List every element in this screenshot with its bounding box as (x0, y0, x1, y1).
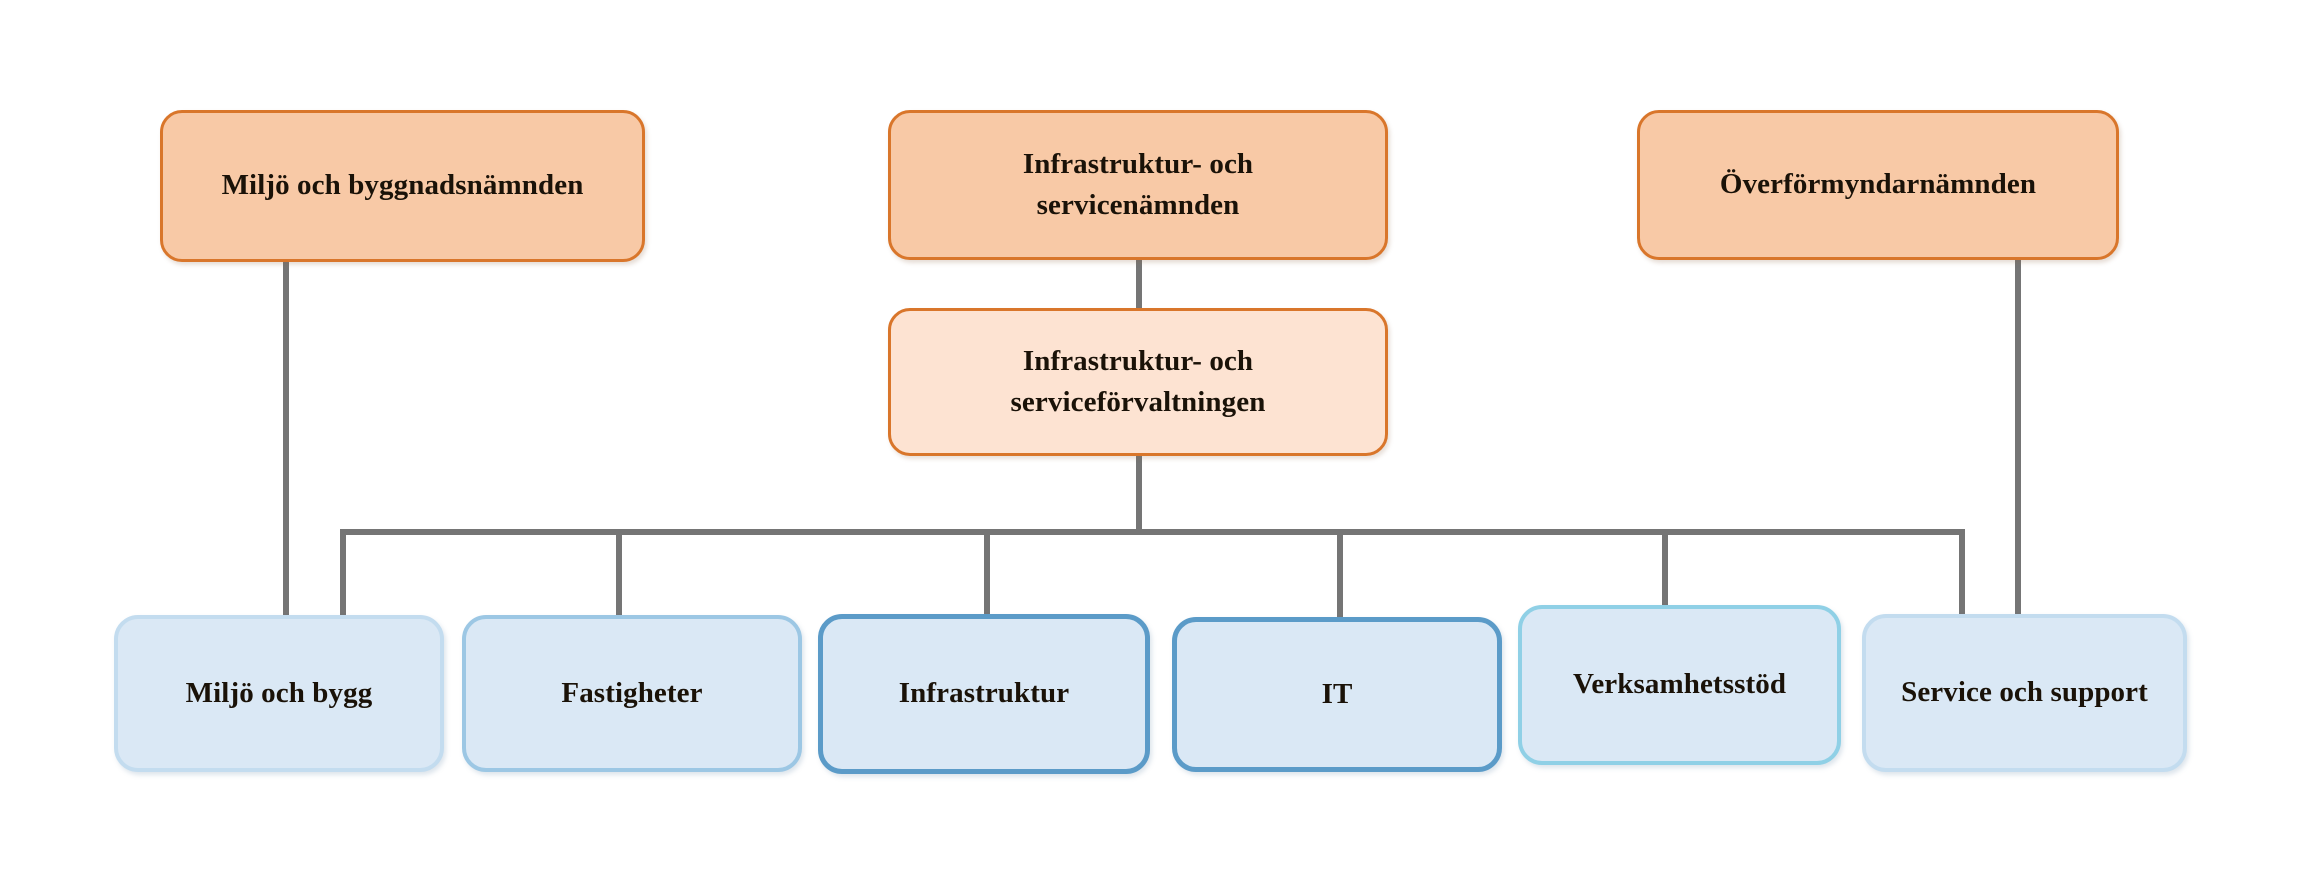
node-label: Infrastruktur (898, 677, 1070, 710)
connector-bus-to-verksamhetsstod (1662, 529, 1668, 607)
node-verksamhetsstod[interactable]: Verksamhetsstöd (1518, 605, 1841, 765)
connector-bus-to-miljobygg (340, 529, 346, 617)
connector-bus-to-it (1337, 529, 1343, 617)
connector-bus-to-service-support (1959, 529, 1965, 617)
connector-forvaltningen-to-bus (1136, 455, 1142, 535)
node-infrastruktur-serviceforvaltningen[interactable]: Infrastruktur- och serviceförvaltningen (888, 308, 1388, 456)
connector-bus-to-fastigheter (616, 529, 622, 617)
connector-miljonamnd-to-miljobygg (283, 261, 289, 617)
node-infrastruktur-servicenamnden[interactable]: Infrastruktur- och servicenämnden (888, 110, 1388, 260)
node-label: Miljö och byggnadsnämnden (221, 169, 584, 202)
node-fastigheter[interactable]: Fastigheter (462, 615, 802, 772)
node-it[interactable]: IT (1172, 617, 1502, 772)
connector-overformyndarnamnden-to-service-support (2015, 258, 2021, 617)
connector-horizontal-bus (340, 529, 1965, 535)
connector-bus-to-infrastruktur (984, 529, 990, 617)
node-label: Infrastruktur- och servicenämnden (1022, 147, 1254, 221)
node-infrastruktur[interactable]: Infrastruktur (818, 614, 1150, 774)
node-service-och-support[interactable]: Service och support (1862, 614, 2187, 772)
node-overformyndarnamnden[interactable]: Överförmyndarnämnden (1637, 110, 2119, 260)
node-label: Verksamhetsstöd (1572, 668, 1787, 701)
node-miljo-byggnadsnamnden[interactable]: Miljö och byggnadsnämnden (160, 110, 645, 262)
node-label: Fastigheter (561, 676, 703, 709)
node-miljo-och-bygg[interactable]: Miljö och bygg (114, 615, 444, 772)
node-label: Infrastruktur- och serviceförvaltningen (1010, 344, 1266, 418)
node-label: IT (1321, 677, 1353, 710)
node-label: Överförmyndarnämnden (1719, 168, 2037, 201)
node-label: Miljö och bygg (185, 676, 373, 709)
node-label: Service och support (1901, 676, 2148, 709)
connector-servicenamnden-to-forvaltningen (1136, 258, 1142, 309)
